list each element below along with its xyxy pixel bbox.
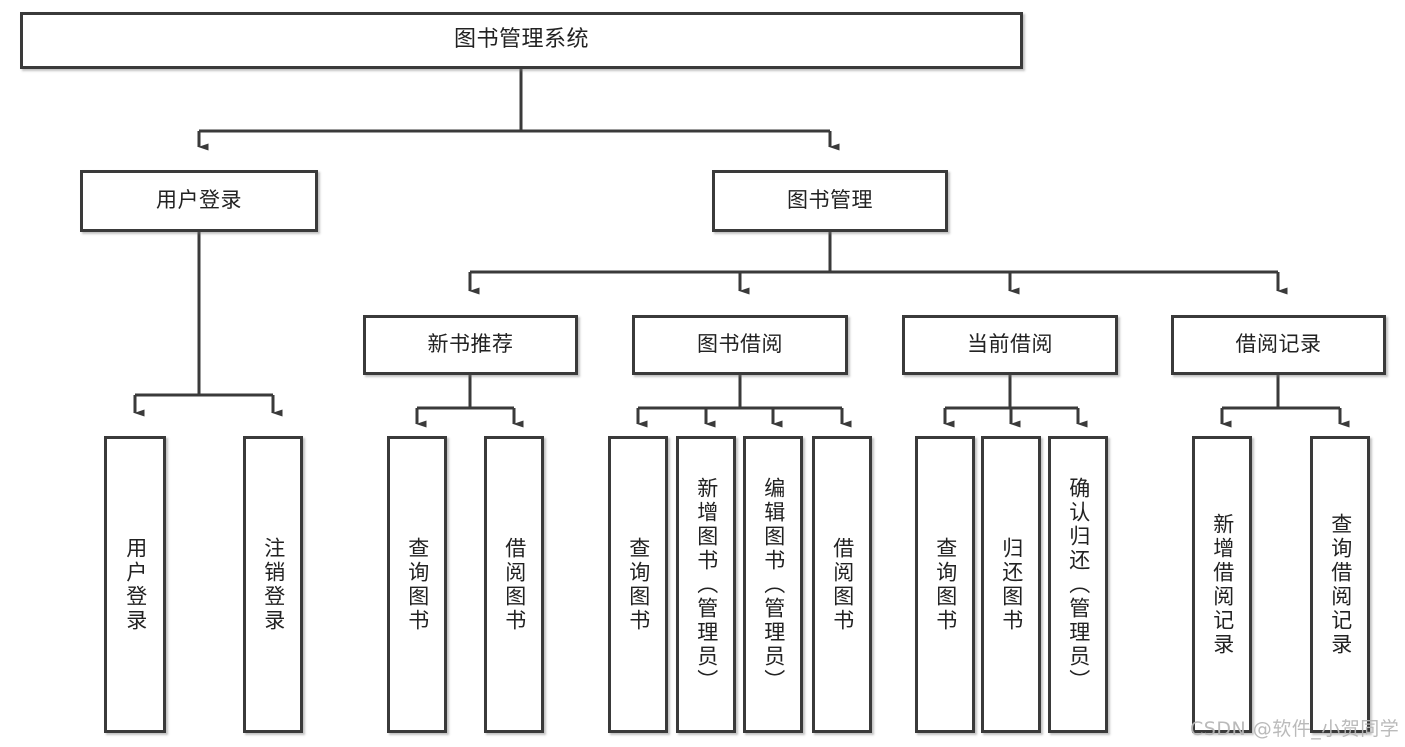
node-user-login[interactable]: 用户登录 — [80, 170, 318, 232]
node-leaf-query-book-current-label: 查询图书 — [933, 536, 958, 633]
node-leaf-add-borrow-record-label: 新增借阅记录 — [1210, 512, 1235, 657]
node-root-system-label: 图书管理系统 — [453, 27, 589, 53]
node-current-borrow-label: 当前借阅 — [967, 332, 1053, 357]
node-leaf-borrow-book[interactable]: 借阅图书 — [812, 436, 872, 733]
node-leaf-borrow-book-label: 借阅图书 — [830, 536, 855, 633]
node-leaf-add-borrow-record[interactable]: 新增借阅记录 — [1192, 436, 1252, 733]
node-leaf-query-book-current[interactable]: 查询图书 — [915, 436, 975, 733]
node-leaf-query-book-borrow-label: 查询图书 — [626, 536, 651, 633]
node-book-management[interactable]: 图书管理 — [712, 170, 948, 232]
node-leaf-user-login-label: 用户登录 — [123, 536, 148, 633]
node-leaf-logout[interactable]: 注销登录 — [243, 436, 303, 733]
node-leaf-query-book-rec-label: 查询图书 — [405, 536, 430, 633]
csdn-watermark: CSDN @软件_小贺同学 — [1190, 718, 1400, 740]
node-book-borrow-label: 图书借阅 — [697, 332, 783, 357]
node-book-borrow[interactable]: 图书借阅 — [632, 315, 848, 375]
node-leaf-edit-book-admin-label: 编辑图书（管理员） — [761, 476, 786, 693]
node-leaf-query-book-borrow[interactable]: 查询图书 — [608, 436, 668, 733]
node-leaf-confirm-return-admin[interactable]: 确认归还（管理员） — [1048, 436, 1108, 733]
node-leaf-confirm-return-admin-label: 确认归还（管理员） — [1066, 476, 1091, 693]
node-leaf-borrow-book-rec[interactable]: 借阅图书 — [484, 436, 544, 733]
node-borrow-record-label: 借阅记录 — [1235, 332, 1322, 357]
node-leaf-user-login[interactable]: 用户登录 — [104, 436, 166, 733]
node-leaf-return-book-label: 归还图书 — [999, 536, 1024, 633]
node-leaf-query-book-rec[interactable]: 查询图书 — [387, 436, 447, 733]
node-leaf-edit-book-admin[interactable]: 编辑图书（管理员） — [743, 436, 803, 733]
node-leaf-add-book-admin-label: 新增图书（管理员） — [694, 476, 719, 693]
node-book-management-label: 图书管理 — [787, 188, 873, 213]
node-current-borrow[interactable]: 当前借阅 — [902, 315, 1118, 375]
node-leaf-borrow-book-rec-label: 借阅图书 — [502, 536, 527, 633]
node-new-book-recommend[interactable]: 新书推荐 — [363, 315, 578, 375]
node-new-book-recommend-label: 新书推荐 — [427, 332, 514, 357]
node-user-login-label: 用户登录 — [156, 188, 242, 213]
node-leaf-query-borrow-record[interactable]: 查询借阅记录 — [1310, 436, 1370, 733]
node-leaf-add-book-admin[interactable]: 新增图书（管理员） — [676, 436, 736, 733]
node-leaf-return-book[interactable]: 归还图书 — [981, 436, 1041, 733]
node-root-system[interactable]: 图书管理系统 — [20, 12, 1023, 69]
node-borrow-record[interactable]: 借阅记录 — [1171, 315, 1386, 375]
node-leaf-query-borrow-record-label: 查询借阅记录 — [1328, 512, 1353, 657]
node-leaf-logout-label: 注销登录 — [261, 536, 286, 633]
